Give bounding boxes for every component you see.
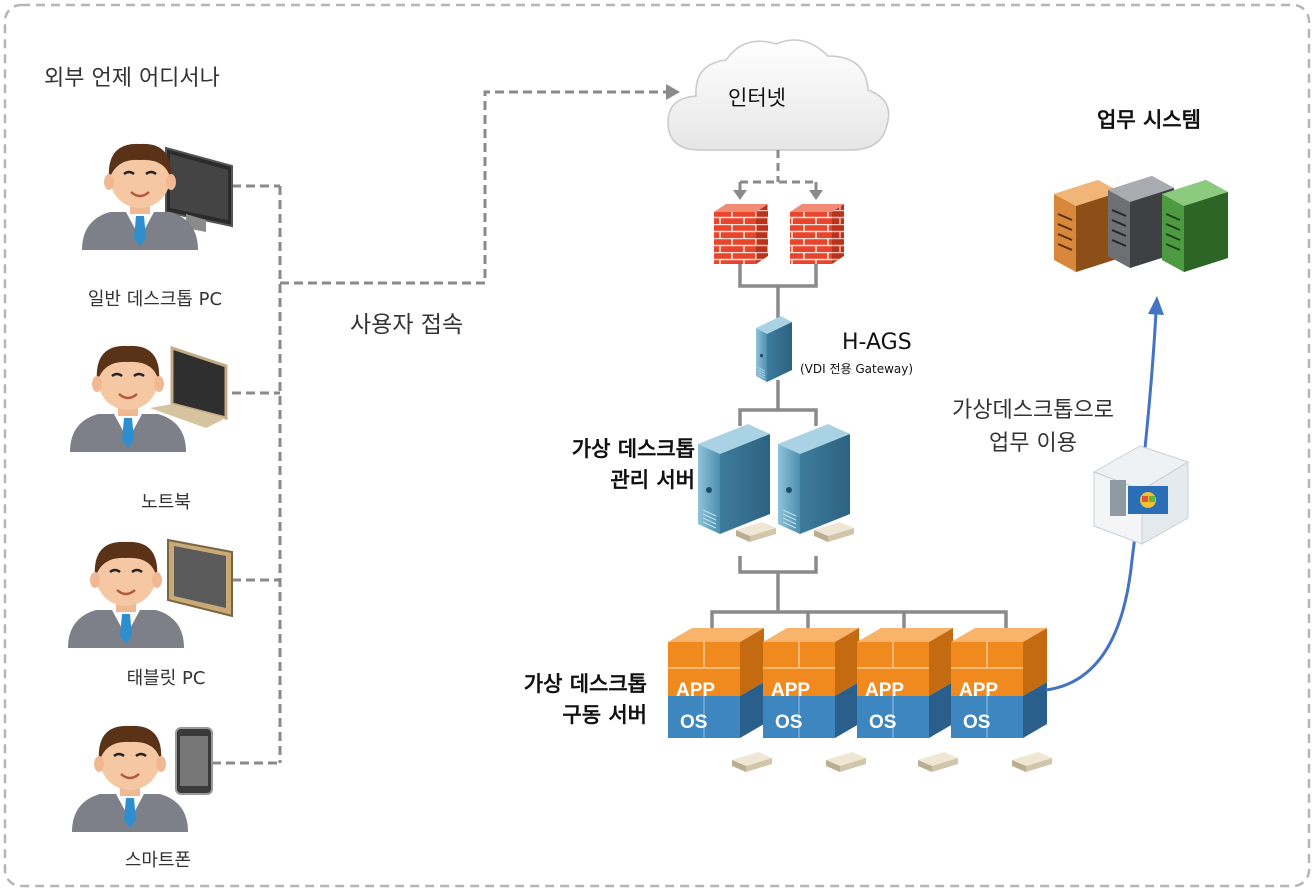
firewall-icon (714, 204, 768, 264)
vm-app-label: APP (771, 680, 810, 701)
usage-arrow (1045, 311, 1158, 692)
firewall-icon (790, 204, 844, 264)
region-title: 외부 언제 어디서나 (44, 66, 220, 91)
client-label-tablet: 태블릿 PC (126, 668, 206, 689)
management-server-icon (777, 423, 851, 535)
laptop-user-icon (68, 344, 228, 454)
client-label-laptop: 노트북 (141, 492, 191, 513)
client-label-smartphone: 스마트폰 (124, 850, 192, 871)
outer-boundary (3, 3, 1311, 888)
business-server-icon (1162, 180, 1228, 272)
management-server-icon (697, 423, 771, 535)
vm-app-label: APP (865, 680, 904, 701)
business-system-title: 업무 시스템 (1097, 108, 1201, 132)
vm-os-label: OS (869, 712, 896, 733)
smartphone-user-icon (70, 724, 213, 834)
access-arrowhead (666, 84, 680, 100)
management-server-label: 가상 데스크톱 관리 서버 (480, 434, 695, 496)
vm-os-label: OS (680, 712, 707, 733)
client-label-desktop: 일반 데스크톱 PC (87, 289, 223, 310)
access-label: 사용자 접속 (350, 312, 464, 338)
gateway-server-icon (755, 315, 793, 383)
runtime-label-line1: 가상 데스크톱 (523, 672, 647, 696)
desktop-user-icon (80, 142, 233, 252)
usage-label-line1: 가상데스크톱으로 (952, 398, 1114, 423)
runtime-label-line2: 구동 서버 (562, 703, 647, 727)
internet-cloud-icon (667, 39, 890, 151)
management-label-line2: 관리 서버 (610, 468, 695, 492)
runtime-server-label: 가상 데스크톱 구동 서버 (432, 669, 647, 731)
vm-app-label: APP (676, 680, 715, 701)
usage-label-line2: 업무 이용 (989, 431, 1077, 456)
vm-os-label: OS (963, 712, 990, 733)
management-label-line1: 가상 데스크톱 (571, 437, 695, 461)
vm-os-label: OS (775, 712, 802, 733)
server-connectors (710, 264, 1008, 632)
internet-label: 인터넷 (728, 86, 786, 110)
usage-label: 가상데스크톱으로 업무 이용 (918, 394, 1148, 460)
gateway-subtitle: (VDI 전용 Gateway) (800, 362, 914, 376)
vm-app-label: APP (959, 680, 998, 701)
cloud-firewall-connector (738, 150, 818, 192)
tablet-user-icon (66, 538, 233, 650)
virtual-desktop-icon (1092, 445, 1190, 545)
gateway-title: H-AGS (842, 330, 912, 355)
client-connectors (212, 90, 668, 765)
